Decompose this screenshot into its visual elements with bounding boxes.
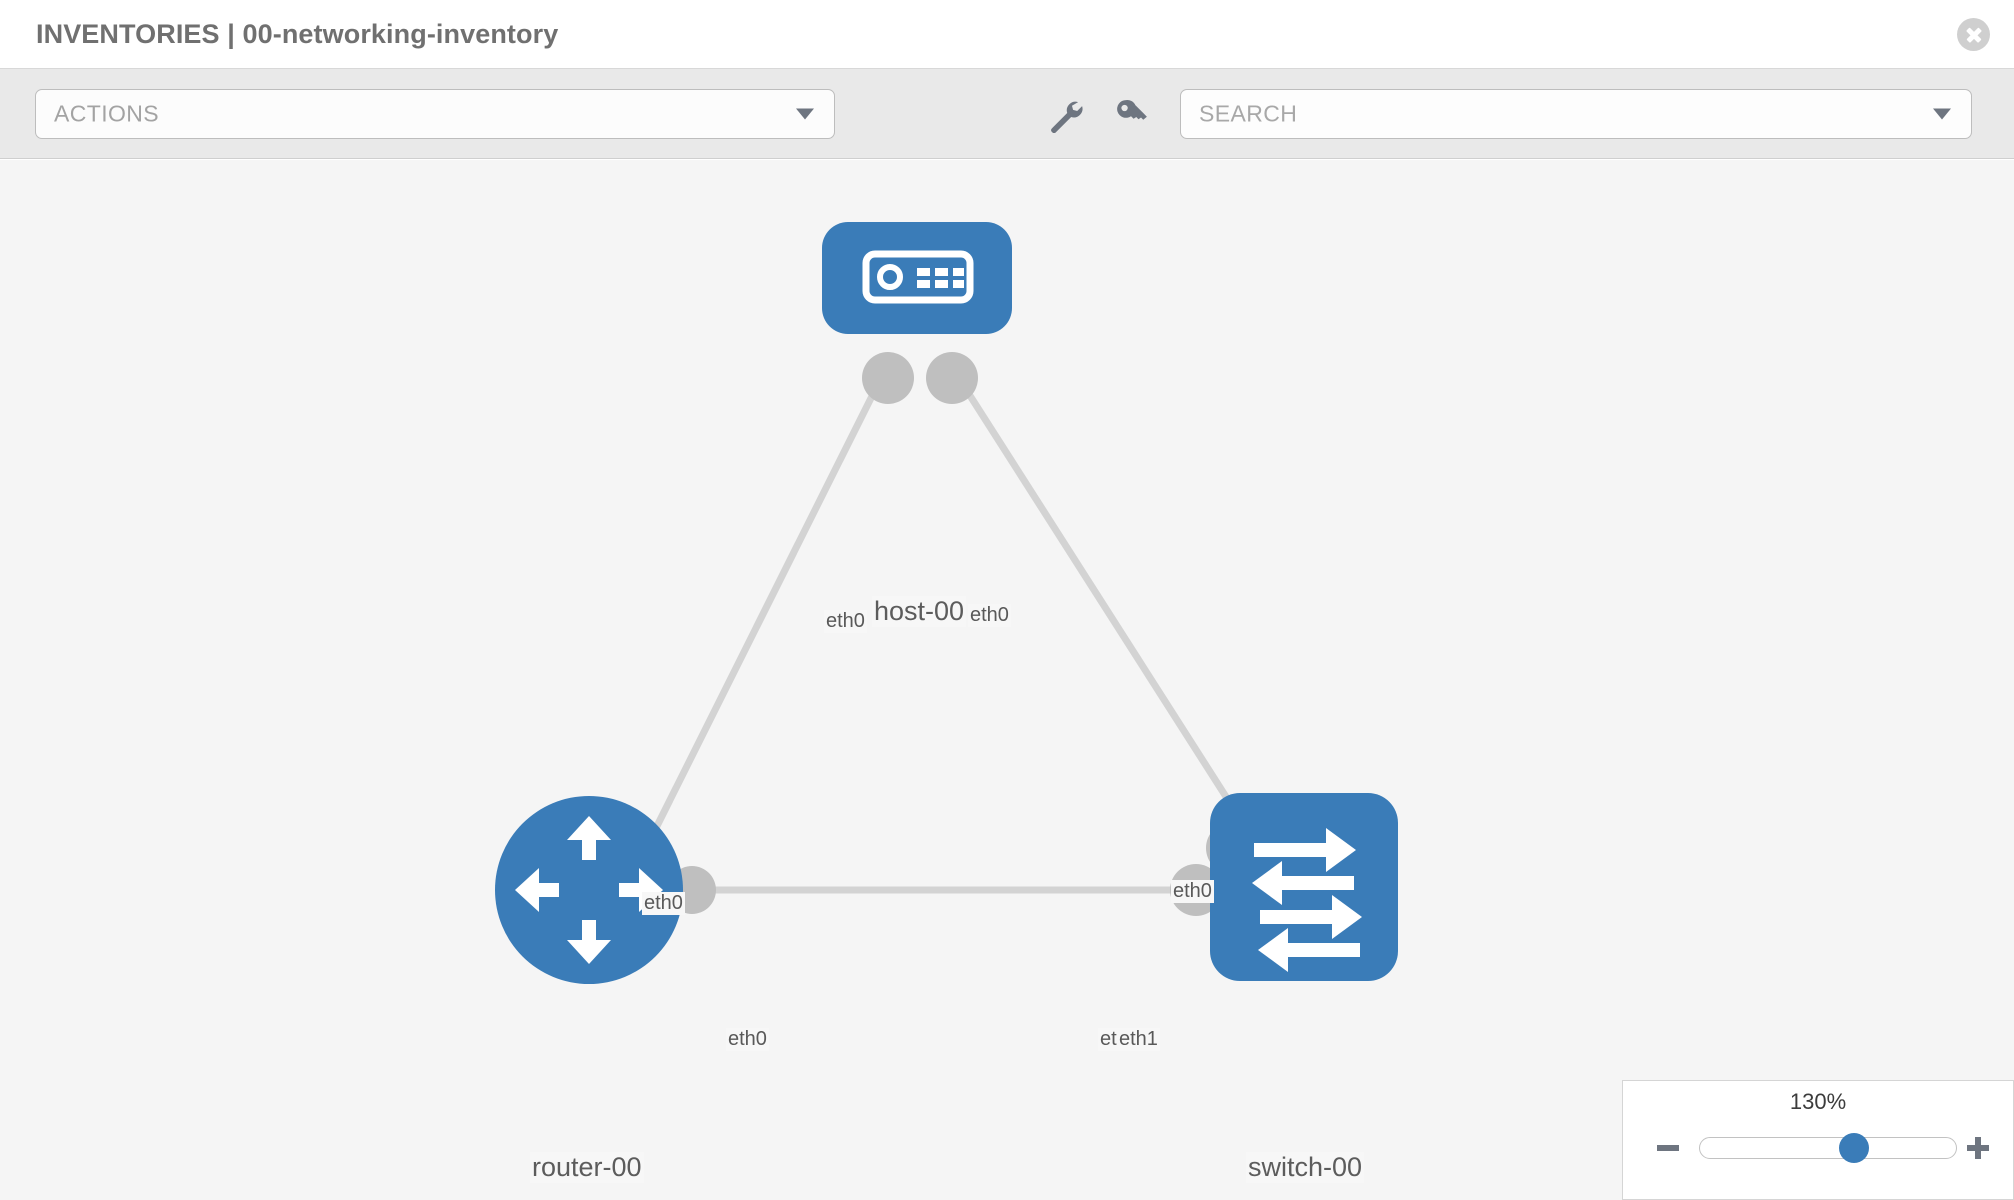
zoom-level-value: 130% — [1789, 1089, 1847, 1114]
zoom-out-button[interactable] — [1651, 1131, 1685, 1165]
topology-canvas[interactable]: host-00 router-00 switch-00 eth0 eth0 et… — [0, 160, 2014, 1200]
iface-label-router-up: eth0 — [642, 892, 685, 915]
topology-graph — [495, 222, 1398, 984]
node-host-00 — [822, 222, 1012, 334]
node-label-host-00: host-00 — [872, 596, 967, 627]
chevron-down-icon — [796, 108, 814, 120]
topology-edges — [636, 378, 1263, 894]
topology-connectors — [616, 352, 1258, 916]
iface-label-host-right: eth0 — [968, 604, 1011, 627]
key-icon[interactable] — [1107, 89, 1157, 139]
page-title: INVENTORIES | 00-networking-inventory — [36, 18, 559, 49]
page-header: INVENTORIES | 00-networking-inventory — [0, 0, 2014, 69]
iface-label-switch-up: eth0 — [1171, 880, 1214, 903]
zoom-in-button[interactable] — [1961, 1131, 1995, 1165]
actions-dropdown[interactable]: ACTIONS — [35, 89, 835, 139]
zoom-control-panel: 130% — [1622, 1080, 2014, 1200]
close-icon[interactable] — [1957, 18, 1990, 51]
toolbar: ACTIONS SEARCH — [0, 69, 2014, 159]
node-label-router-00: router-00 — [530, 1152, 644, 1183]
switch-arrows-icon — [1252, 828, 1362, 972]
zoom-slider[interactable] — [1699, 1133, 1957, 1163]
server-appliance-icon — [862, 250, 974, 304]
search-placeholder: SEARCH — [1199, 100, 1298, 127]
wrench-icon[interactable] — [1040, 89, 1090, 139]
zoom-slider-thumb[interactable] — [1838, 1133, 1869, 1163]
actions-dropdown-label: ACTIONS — [54, 100, 160, 127]
node-label-switch-00: switch-00 — [1246, 1152, 1365, 1183]
node-router-00 — [495, 796, 683, 984]
edge-host-switch — [957, 378, 1263, 852]
node-switch-00 — [1210, 793, 1398, 981]
chevron-down-icon[interactable] — [1933, 108, 1951, 120]
edge-host-router — [636, 378, 884, 862]
iface-label-host-left: eth0 — [824, 610, 867, 633]
search-input[interactable]: SEARCH — [1180, 89, 1972, 139]
connector-host-right — [926, 352, 978, 404]
connector-host-left — [862, 352, 914, 404]
iface-label-router-right: eth0 — [726, 1028, 769, 1051]
iface-label-switch-left: eth1 — [1117, 1028, 1160, 1051]
